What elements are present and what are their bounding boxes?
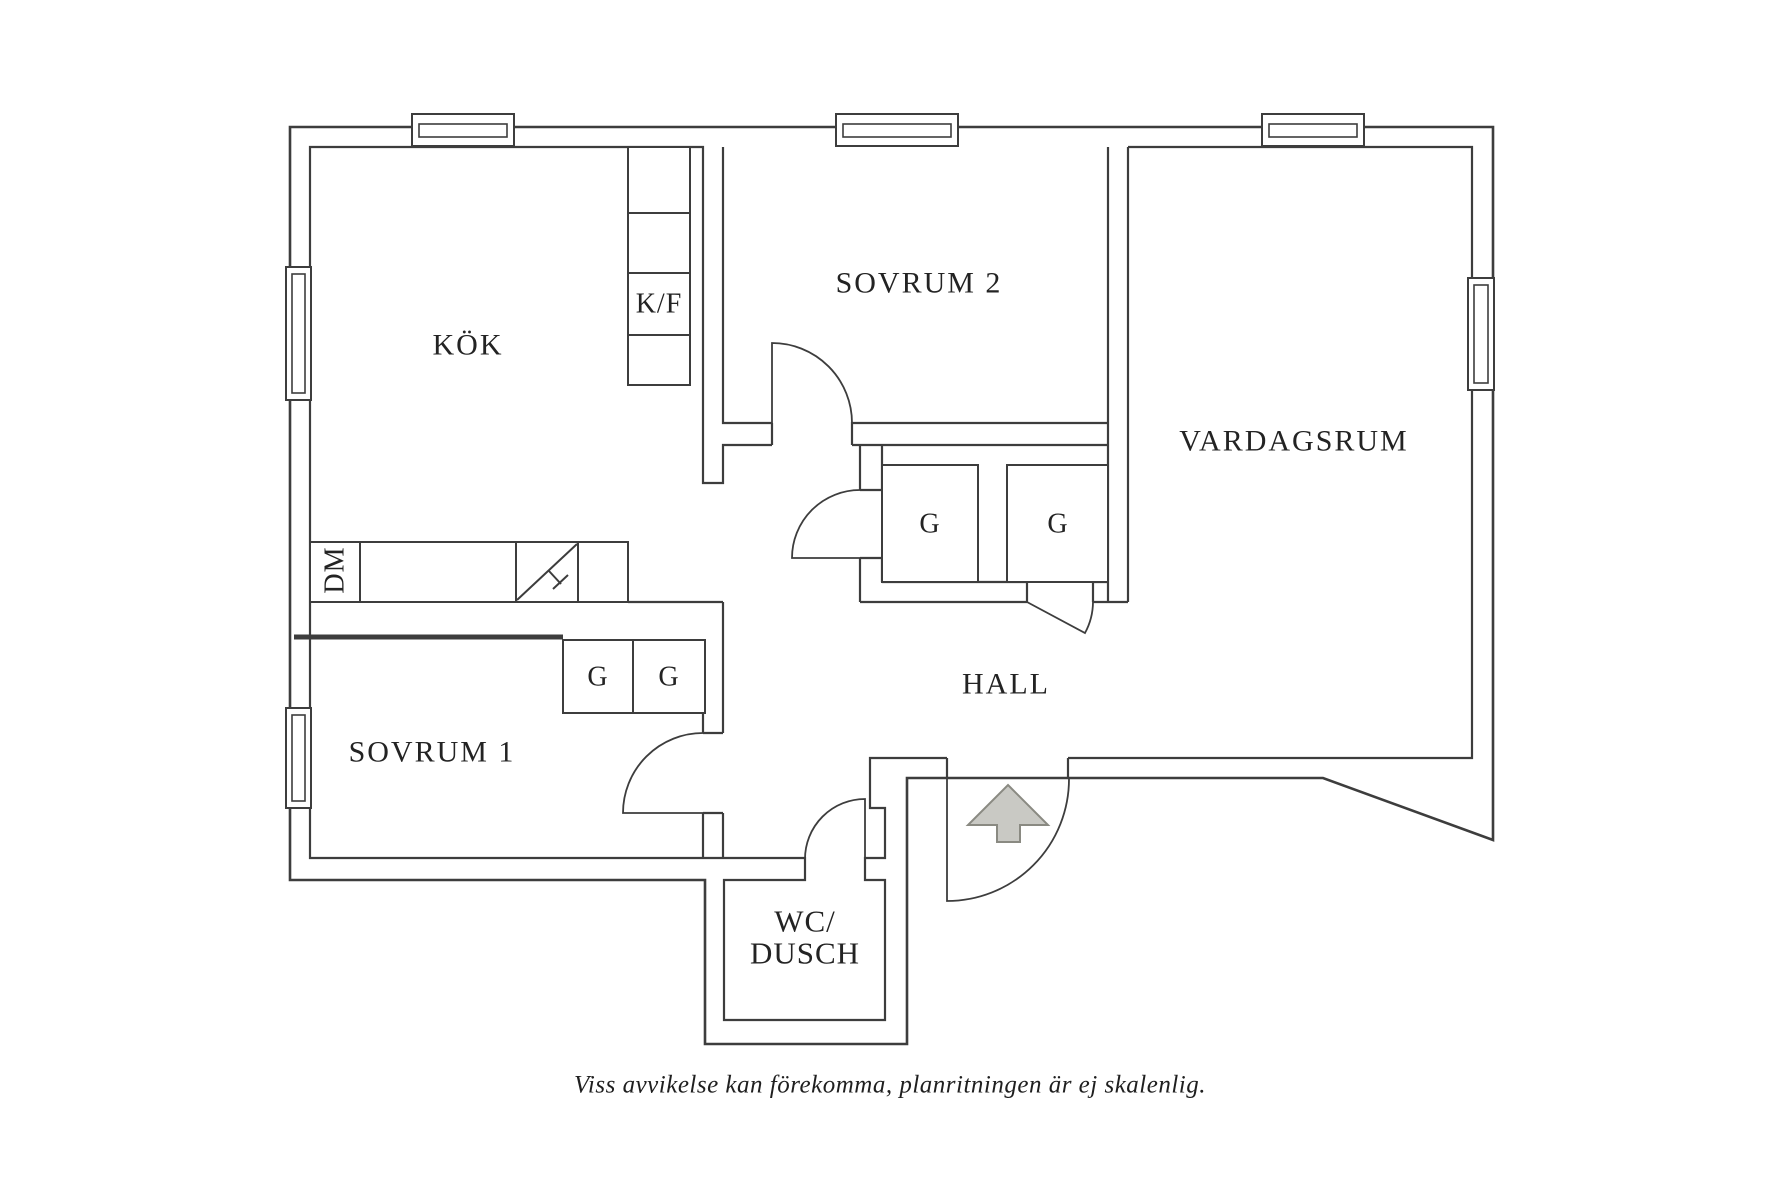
fixture-label-dishwasher: DM (320, 546, 351, 593)
window-symbol (835, 113, 959, 147)
room-label-living: VARDAGSRUM (1179, 425, 1409, 458)
wardrobe-box (1006, 464, 1109, 583)
window-symbol (411, 113, 515, 147)
window-symbol (285, 266, 312, 401)
room-label-bedroom1: SOVRUM 1 (349, 736, 516, 769)
wardrobe-label: G (1047, 509, 1068, 540)
wardrobe-label: G (658, 662, 679, 693)
door-arc-bedroom1 (622, 732, 704, 814)
wardrobe-box (881, 464, 979, 583)
window-symbol (1467, 277, 1495, 391)
fixture-label-fridge-freezer: K/F (636, 289, 683, 320)
outer-wall-boundary (288, 125, 1495, 1046)
door-arc-kitchen (791, 489, 861, 559)
door-arc-bedroom2 (771, 342, 853, 425)
room-label-wc-line1: WC/ (774, 904, 836, 939)
door-arc-entrance (946, 778, 1070, 902)
room-label-bedroom2: SOVRUM 2 (836, 267, 1003, 300)
kitchen-counter (309, 541, 629, 603)
wardrobe-box (632, 639, 706, 714)
room-label-kitchen: KÖK (433, 329, 504, 362)
room-label-hall: HALL (962, 668, 1050, 701)
fridge-freezer-cabinet (627, 146, 691, 386)
wardrobe-label: G (587, 662, 608, 693)
disclaimer-text: Viss avvikelse kan förekomma, planritnin… (574, 1072, 1206, 1099)
sink-icon (516, 543, 578, 601)
window-symbol (1261, 113, 1365, 147)
wardrobe-label: G (919, 509, 940, 540)
room-label-wc-line2: DUSCH (750, 936, 860, 971)
door-arc-wc (804, 798, 866, 860)
door-arc-wardrobe (1026, 601, 1094, 635)
entrance-arrow-icon (965, 783, 1051, 843)
window-symbol (285, 707, 312, 809)
